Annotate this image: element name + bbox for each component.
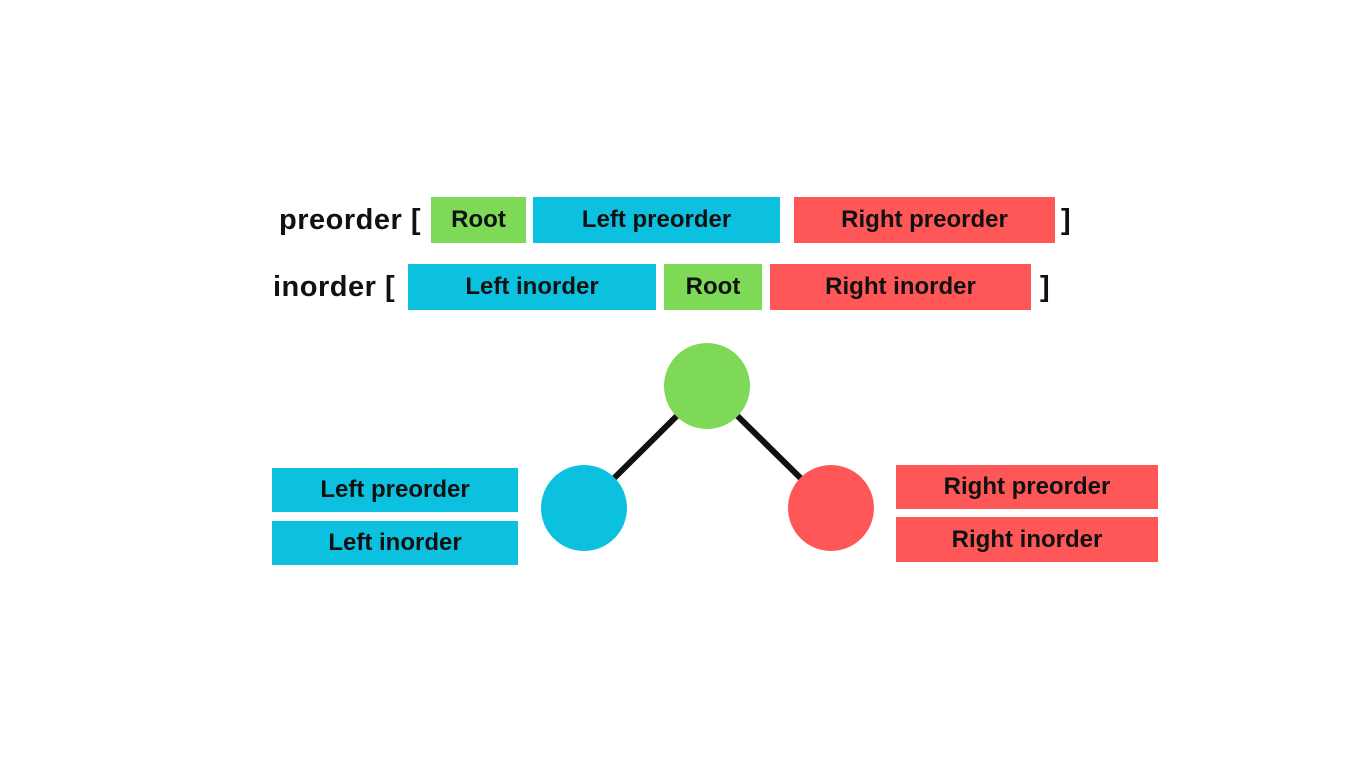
preorder-left-segment: Left preorder xyxy=(533,197,780,243)
right-node-circle xyxy=(788,465,874,551)
right-subtree-preorder-box: Right preorder xyxy=(896,465,1158,509)
preorder-close-bracket: ] xyxy=(1061,203,1071,236)
preorder-right-segment: Right preorder xyxy=(794,197,1055,243)
inorder-row-label: inorder [ xyxy=(273,270,396,303)
preorder-row-label: preorder [ xyxy=(279,203,421,236)
inorder-close-bracket: ] xyxy=(1040,270,1050,303)
inorder-root-segment: Root xyxy=(664,264,762,310)
left-subtree-inorder-box: Left inorder xyxy=(272,521,518,565)
root-node-circle xyxy=(664,343,750,429)
right-subtree-inorder-box: Right inorder xyxy=(896,517,1158,562)
inorder-left-segment: Left inorder xyxy=(408,264,656,310)
inorder-right-segment: Right inorder xyxy=(770,264,1031,310)
left-node-circle xyxy=(541,465,627,551)
left-subtree-preorder-box: Left preorder xyxy=(272,468,518,512)
preorder-root-segment: Root xyxy=(431,197,526,243)
